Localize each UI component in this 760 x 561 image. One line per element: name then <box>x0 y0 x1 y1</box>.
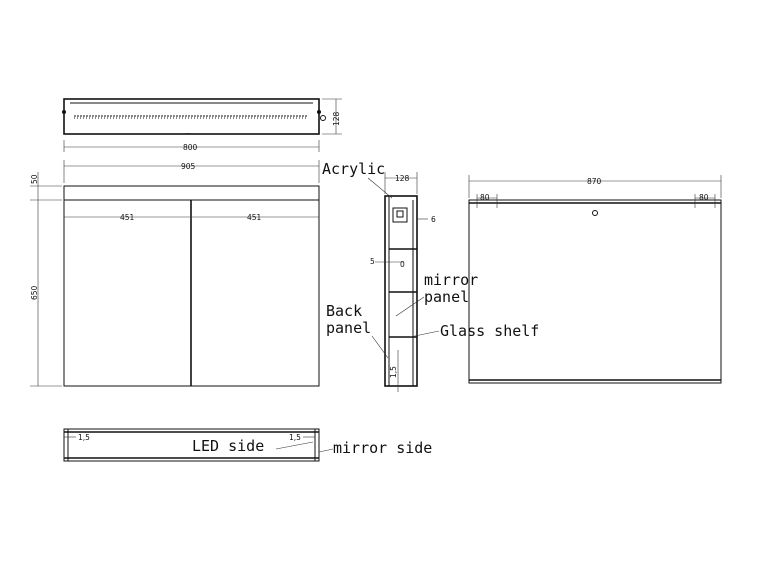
front-width-dim: 905 <box>181 162 196 171</box>
acrylic-label: Acrylic <box>322 160 385 178</box>
mirror-side-leader <box>318 448 334 453</box>
side-outline <box>384 195 418 387</box>
hinge-right <box>317 110 321 114</box>
left-gap-dim: 1,5 <box>78 433 90 442</box>
bottom-view: 1,5 1,5 LED side mirror side <box>63 428 432 462</box>
back-width-dim: 870 <box>587 177 602 186</box>
right-bracket-dim: 80 <box>699 193 709 202</box>
mirror-panel-label-1: mirror <box>424 271 478 289</box>
left-door-dim: 451 <box>120 213 135 222</box>
mirror-panel-label-2: panel <box>424 288 469 306</box>
mount-hole-icon <box>592 210 598 216</box>
mirror-side-label: mirror side <box>333 439 432 457</box>
back-panel-label-1: Back <box>326 302 362 320</box>
bottom-outline <box>63 428 320 462</box>
switch-icon <box>320 115 326 121</box>
top-view-outline <box>63 98 320 135</box>
svg-text:0: 0 <box>400 260 405 269</box>
led-box <box>392 207 408 223</box>
back-view: 870 80 80 <box>468 175 722 384</box>
led-side-label: LED side <box>192 437 264 455</box>
mirror-panel-leader <box>395 296 425 317</box>
front-height-dim: 650 <box>30 285 39 300</box>
led-side-leader <box>275 441 314 450</box>
front-view: 905 451 451 50 650 <box>30 160 320 387</box>
hinge-left <box>62 110 66 114</box>
glass-shelf-label: Glass shelf <box>440 322 539 340</box>
glass-shelf-leader <box>409 330 440 338</box>
top-depth-dim: 128 <box>332 111 341 126</box>
side-view: 128 6 5 0 1,5 Acrylic mirror panel Back … <box>322 160 539 392</box>
svg-text:‥: ‥ <box>186 127 191 136</box>
acrylic-leader <box>367 177 393 199</box>
side-dim-5: 5 <box>370 257 375 266</box>
back-panel-leader <box>371 335 389 359</box>
right-door-dim: 451 <box>247 213 262 222</box>
left-bracket-dim: 80 <box>480 193 490 202</box>
top-view: ‥ 800 128 <box>62 98 342 152</box>
back-outline <box>468 199 722 384</box>
side-dim-1-5: 1,5 <box>389 366 398 378</box>
side-dim-6: 6 <box>431 215 436 224</box>
top-width-dim: 800 <box>183 143 198 152</box>
back-panel-label-2: panel <box>326 319 371 337</box>
top-band-dim: 50 <box>30 174 39 184</box>
right-gap-dim: 1,5 <box>289 433 301 442</box>
side-depth-dim: 128 <box>395 174 410 183</box>
